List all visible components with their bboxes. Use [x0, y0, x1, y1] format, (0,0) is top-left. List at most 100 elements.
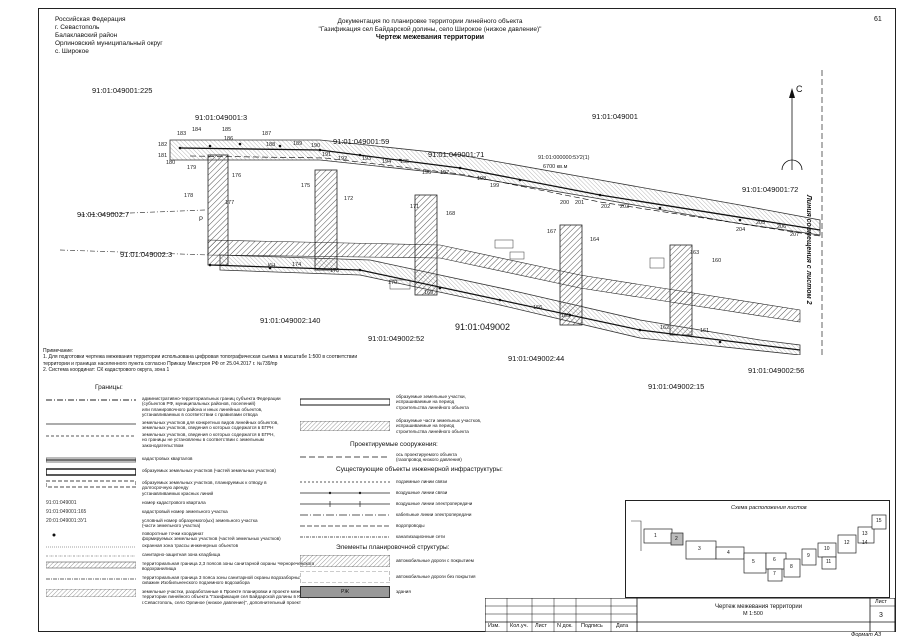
- point-label: 189: [293, 141, 303, 147]
- point-label: 170: [388, 280, 398, 286]
- legend-swatch: [300, 398, 390, 406]
- legend-swatch: [46, 468, 136, 476]
- parcel-label: 91:01:049002:140: [260, 316, 321, 325]
- point-label: 187: [262, 131, 272, 137]
- point-label: 173: [330, 268, 340, 274]
- title-block-grid: [485, 598, 895, 632]
- stamp-col-label: N док.: [557, 623, 573, 629]
- legend-item: образуемые части земельных участков,испр…: [300, 418, 546, 434]
- point-label: 196: [422, 170, 432, 176]
- point-label: 191: [322, 152, 332, 158]
- sheet-number: 8: [790, 564, 793, 570]
- legend-item: образуемых земельных участков, планируем…: [46, 480, 312, 496]
- title-line-2: "Газификация сел Байдарской долины, село…: [318, 26, 542, 33]
- sheet-number: 4: [727, 550, 730, 556]
- stamp-col-label: Кол.уч.: [510, 623, 529, 629]
- point-label: 176: [232, 173, 242, 179]
- legend-swatch: [300, 491, 390, 495]
- point-label: 201: [575, 200, 585, 206]
- point-label: 183: [177, 131, 187, 137]
- legend-item: территориальная граница 2,3 поясов зоны …: [46, 561, 314, 572]
- parcel-label: 91:01:049001:72: [742, 185, 799, 194]
- legend-swatch: [300, 481, 390, 483]
- match-line-label: Линия совмещения с листом 2: [805, 195, 812, 305]
- point-label: 198: [477, 176, 487, 182]
- sheet-number: 2: [675, 536, 678, 542]
- legend-swatch: [46, 546, 136, 548]
- sheet-number: 15: [876, 518, 882, 524]
- marker-r: Р: [199, 217, 204, 223]
- location-line: г. Севастополь: [55, 24, 100, 31]
- legend-swatch: [300, 456, 390, 458]
- minimap-title: Схема расположения листов: [731, 505, 807, 511]
- point-label: 167: [547, 229, 557, 235]
- point-label: 180: [166, 160, 176, 166]
- legend-swatch: [300, 420, 390, 431]
- point-label: 166: [533, 305, 543, 311]
- parcel-label: 91:01:049001:59: [333, 137, 390, 146]
- legend-item: воздушные линии электропередачи: [300, 500, 546, 508]
- legend-item: земельных участков для конкретных видов …: [46, 420, 312, 431]
- legend-swatch: [46, 435, 136, 437]
- document-title: Документация по планировке территории ли…: [305, 18, 555, 42]
- point-label: 164: [590, 237, 600, 243]
- sheet-number: 5: [752, 559, 755, 565]
- legend-item: ось проектируемого объекта(газопровод ни…: [300, 452, 546, 463]
- point-label: 175: [301, 183, 311, 189]
- point-label: 182: [158, 142, 168, 148]
- location-block: Российская Федерация г. Севастополь Бала…: [55, 16, 163, 56]
- point-label: 205: [756, 220, 766, 226]
- note-line: 1. Для подготовки чертежа межевания терр…: [43, 354, 358, 361]
- parcel-label: 91:01:049001:225: [92, 86, 153, 95]
- parcel-label: 91:01:049001: [592, 112, 638, 121]
- point-label: 172: [344, 196, 354, 202]
- legend-item: 91:01:049001:165 кадастровый номер земел…: [46, 509, 228, 515]
- legend-item: автомобильные дороги без покрытия: [300, 571, 546, 583]
- point-label: 160: [712, 258, 722, 264]
- title-line-3: Чертеж межевания территории: [375, 34, 485, 41]
- notes-heading: Примечание:: [43, 348, 74, 354]
- legend-item: санитарно-защитная зона кладбища: [46, 552, 312, 560]
- note-line: 2. Система координат: СК кадастрового ок…: [43, 366, 170, 373]
- sheet-number: 9: [807, 553, 810, 559]
- sheet-number: 3: [698, 546, 701, 552]
- location-line: Орлиновский муниципальный округ: [55, 40, 163, 47]
- legend-section-title: Элементы планировочной структуры:: [336, 544, 450, 551]
- parcel-label: 91:01:049002: [455, 322, 511, 332]
- parcel-label: 91:01:049001:71: [428, 150, 485, 159]
- point-label: 193: [362, 156, 372, 162]
- location-line: Российская Федерация: [55, 16, 126, 23]
- point-label: 165: [561, 313, 571, 319]
- point-label: 197: [440, 170, 450, 176]
- legend-swatch: [46, 589, 136, 597]
- parcel-label: 91:01:049001:3: [195, 113, 248, 122]
- stamp-sheet-label: Лист: [875, 599, 887, 605]
- legend-swatch: 91:01:049001: [46, 500, 77, 506]
- note-line: территории и границах населенного пункта…: [43, 360, 278, 367]
- point-label: 195: [400, 159, 410, 165]
- marker-kn: КН: [268, 263, 276, 269]
- legend-item: 91:01:049001 номер кадастрового квартала: [46, 500, 206, 506]
- point-label: 178: [184, 193, 194, 199]
- sheet-number: 14: [862, 540, 868, 546]
- title-line-1: Документация по планировке территории ли…: [337, 18, 523, 25]
- legend-item: образуемые земельные участки,испрашиваем…: [300, 394, 546, 410]
- stamp-col-label: Подпись: [581, 623, 603, 629]
- legend-swatch: [300, 514, 390, 516]
- survey-map: [59, 70, 823, 355]
- point-label: 207: [790, 232, 800, 238]
- legend-item: воздушные линии связи: [300, 489, 546, 497]
- legend-item: охранная зона трассы инженерных объектов: [46, 543, 312, 551]
- legend-swatch: [46, 578, 136, 580]
- sheet-number: 7: [773, 571, 776, 577]
- north-arrow-label: С: [796, 84, 803, 94]
- sheet-number: 11: [826, 559, 832, 565]
- legend-swatch: [46, 561, 136, 569]
- legend-item: земельные участки, разработанные в Проек…: [46, 589, 314, 605]
- parcel-label: 91:01:049002:3: [120, 250, 173, 259]
- point-label: 171: [410, 204, 420, 210]
- stamp-description: Чертеж межевания территории: [715, 604, 803, 610]
- parcel-label: 91:01:049002:44: [508, 354, 565, 363]
- point-label: 199: [490, 183, 500, 189]
- point-label: 162: [660, 325, 670, 331]
